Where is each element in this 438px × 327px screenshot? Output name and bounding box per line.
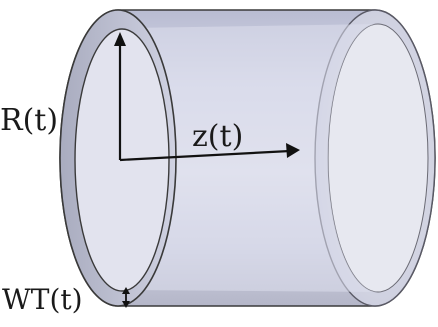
wall-thickness-arrowhead-bottom [122,301,130,308]
radius-arrowhead [114,32,126,46]
wall-thickness-arrowhead-top [122,287,130,294]
wall-thickness-label: WT(t) [2,283,83,316]
axial-label: z(t) [192,119,244,154]
axial-arrow [119,149,291,162]
tube-far-inner-wall [327,23,429,293]
radius-label: R(t) [0,103,59,138]
axial-arrowhead [286,143,300,158]
